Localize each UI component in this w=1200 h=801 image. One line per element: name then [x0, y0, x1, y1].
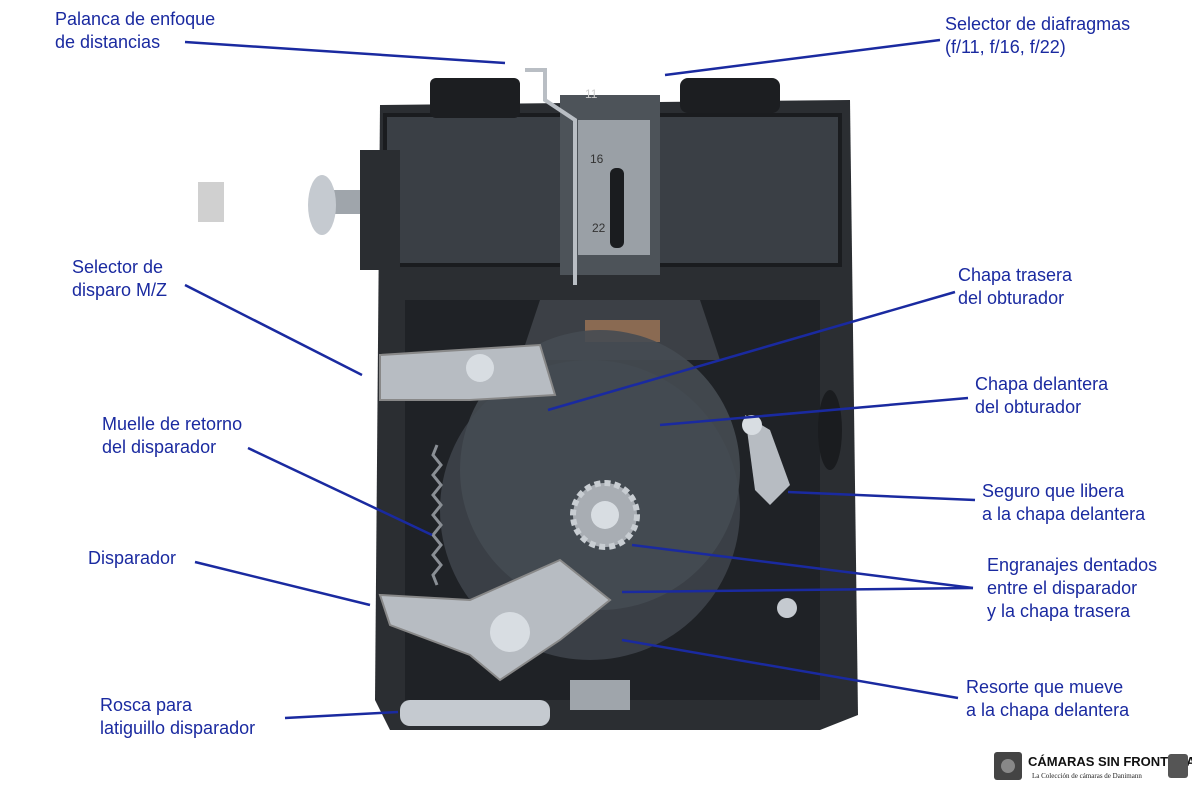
leader-lines [184, 38, 976, 720]
label-selector-diafragmas: Selector de diafragmas (f/11, f/16, f/22… [945, 14, 1131, 57]
side-block [360, 150, 400, 270]
label-disparador: Disparador [88, 548, 177, 568]
safety-rivet [742, 415, 762, 435]
top-left-housing [383, 113, 567, 267]
label-seguro: Seguro que libera a la chapa delantera [982, 481, 1146, 524]
leader-seguro [787, 490, 976, 502]
right-dial [818, 390, 842, 470]
leader-chapa-trasera [547, 290, 956, 412]
scale-mark-16: 16 [590, 152, 604, 166]
watermark-logo: CÁMARAS SIN FRONTERAS La Colección de cá… [992, 746, 1200, 786]
label-selector-disparo: Selector de disparo M/Z [72, 257, 168, 300]
cable-release-rod [400, 700, 550, 726]
top-right-housing [653, 113, 842, 267]
scale-mark-22: 22 [592, 221, 606, 235]
return-spring [431, 444, 443, 586]
leader-engranajes-1 [631, 543, 974, 590]
leader-palanca [184, 40, 506, 65]
rod-nut [570, 680, 630, 710]
leader-resorte [621, 638, 959, 700]
label-chapa-trasera: Chapa trasera del obturador [958, 265, 1073, 308]
lower-rivet [777, 598, 797, 618]
label-resorte: Resorte que mueve a la chapa delantera [966, 677, 1130, 720]
label-palanca: Palanca de enfoque de distancias [55, 9, 216, 52]
leader-diafragmas [664, 38, 941, 77]
aperture-slot [610, 168, 624, 248]
label-rosca: Rosca para latiguillo disparador [100, 695, 256, 738]
watermark-mid [198, 182, 224, 222]
leader-selector-disparo [184, 283, 363, 377]
leader-rosca [284, 710, 399, 720]
label-engranajes: Engranajes dentados entre el disparador … [987, 555, 1158, 621]
gear-hub [591, 501, 619, 529]
svg-text:La Colección de cámaras de Dan: La Colección de cámaras de Danimann [1032, 772, 1142, 780]
watermark-logo-image: CÁMARAS SIN FRONTERAS La Colección de cá… [994, 752, 1200, 780]
ms-selector-rivet [466, 354, 494, 382]
top-knob-left [430, 78, 520, 118]
svg-text:CÁMARAS SIN FRONTERAS: CÁMARAS SIN FRONTERAS [1028, 754, 1192, 769]
leader-muelle [247, 446, 433, 537]
leader-disparador [194, 560, 371, 607]
side-screw-head [308, 175, 336, 235]
safety-catch [745, 415, 790, 505]
label-chapa-delantera: Chapa delantera del obturador [975, 374, 1109, 417]
leader-chapa-delantera [659, 396, 969, 427]
trigger-pivot [490, 612, 530, 652]
label-muelle: Muelle de retorno del disparador [102, 414, 243, 457]
scale-mark-11: 11 [585, 87, 598, 101]
front-shutter-plate [460, 330, 740, 610]
leader-engranajes-2 [621, 586, 974, 594]
focus-lever-wire [525, 68, 577, 285]
top-knob-right [680, 78, 780, 113]
